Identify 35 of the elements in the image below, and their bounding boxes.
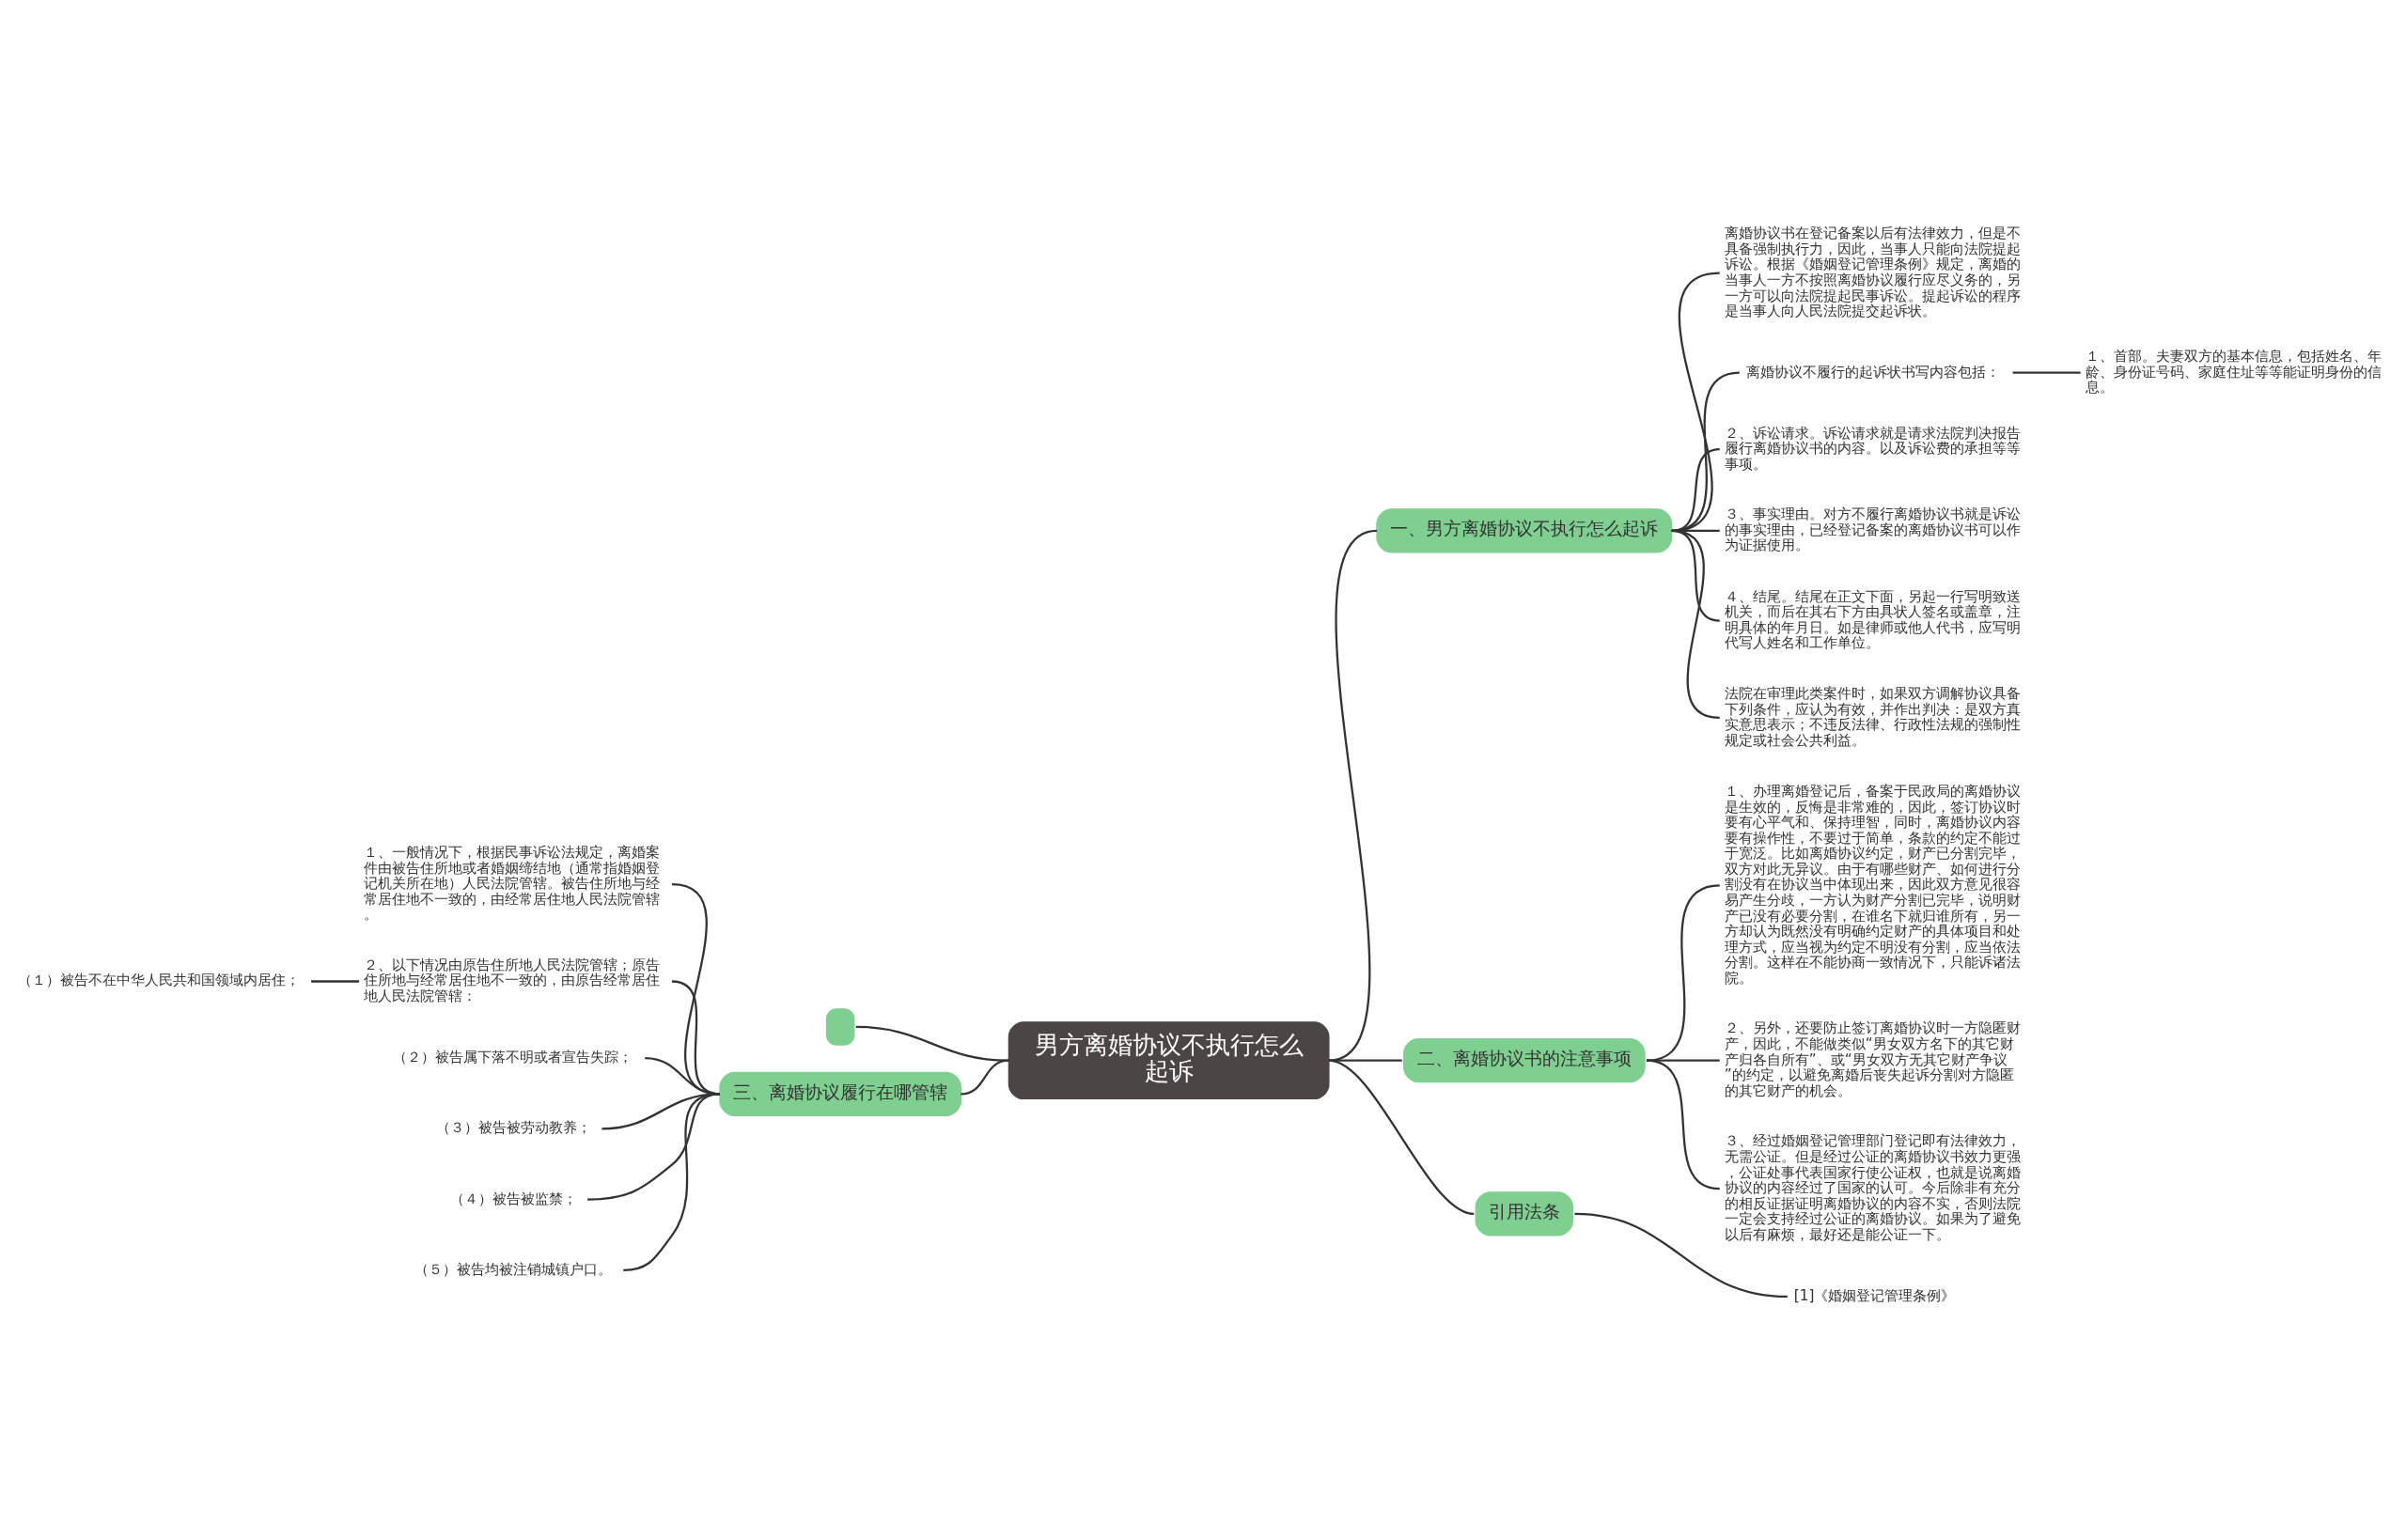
node-text: １、首部。夫妻双方的基本信息，包括姓名、年龄、身份证号码、家庭住址等等能证明身份的信息。 [2085,347,2382,396]
connector [311,979,360,983]
connector [1671,529,1720,719]
node-box: 男方离婚协议不执行怎么起诉 [1008,1020,1330,1099]
node-text: （５）被告均被注销城镇户口。 [414,1260,612,1278]
connector [1646,1059,1720,1190]
node-text: ４、结尾。结尾在正文下面，另起一行写明致送机关，而后在其右下方由具状人签名或盖章，注明具体的年月日。如是律师或他人代书，应写明代写人姓名和工作单位。 [1724,587,2021,651]
connector [1328,1059,1475,1215]
connector [2012,370,2081,374]
node-text: （２）被告属下落不明或者宣告失踪； [392,1048,633,1066]
connector [855,1025,1009,1062]
node-text: 法院在审理此类案件时，如果双方调解协议具备下列条件，应认为有效，并作出判决：是双方真实意思表示；不违反法律、行政性法规的强制性规定或社会公共利益。 [1724,684,2021,749]
node-text: １、一般情况下，根据民事诉讼法规定，离婚案件由被告住所地或者婚姻缔结地（通常指婚姻登记机关所在地）人民法院管辖。被告住所地与经常居住地不一致的，由经常居住地人民法院管辖。 [364,843,661,923]
node-text: （１）被告不在中华人民共和国领域内居住； [17,971,300,988]
node-box: 二、离婚协议书的注意事项 [1403,1037,1646,1082]
node-box: 引用法条 [1475,1190,1574,1237]
node-box: 三、离婚协议履行在哪管辖 [719,1071,961,1116]
connector [1646,883,1720,1062]
node-text: 离婚协议书在登记备案以后有法律效力，但是不具备强制执行力，因此，当事人只能向法院提起诉讼。根据《婚姻登记管理条例》规定，离婚的当事人一方不按照离婚协议履行应尽义务的，另一方可以向法院提起民事诉讼。提起诉讼的程序是当事人向人民法院提交起诉状。 [1724,224,2021,319]
node-text: １、办理离婚登记后，备案于民政局的离婚协议是生效的，反悔是非常难的，因此，签订协议时要有心平气和、保持理智，同时，离婚协议内容要有操作性，不要过于简单，条款的约定不能过于宽泛。比如离婚协议约定，财产已分割完毕，双方对此无异议。由于有哪些财产、如何进行分割没有在协议当中体现出来，因此双方意见很容易产生分歧，一方认为财产分割已完毕，说明财产已没有必要分割，在谁名下就归谁所有，另一方却认为既然没有明确约定财产的具体项目和处理方式，应当视为约定不明没有分割，应当依法分割。这样在不能协商一致情况下，只能诉诸法院。 [1724,782,2021,987]
connector [623,1092,721,1271]
node-text: ２、诉讼请求。诉讼请求就是请求法院判决报告履行离婚协议书的内容。以及诉讼费的承担等等事项。 [1724,424,2021,473]
node-text: （４）被告被监禁； [449,1190,577,1207]
node-text: ２、另外，还要防止签订离婚协议时一方隐匿财产，因此，不能做类似“男女双方名下的其它财产归各自所有”、或“男女双方无其它财产争议”的约定，以避免离婚后丧失起诉分割对方隐匿的其它财产的机会。 [1724,1019,2021,1099]
node-box [825,1007,855,1046]
node-text: [1]《婚姻登记管理条例》 [1793,1286,1956,1304]
node-text: ２、以下情况由原告住所地人民法院管辖；原告住所地与经常居住地不一致的，由原告经常居住地人民法院管辖： [364,956,661,1004]
node-text: ３、经过婚姻登记管理部门登记即有法律效力，无需公证。但是经过公证的离婚协议书效力更强，公证处事代表国家行使公证权，也就是说离婚协议的内容经过了国家的认可。今后除非有充分的相反证据证明离婚协议的内容不实，否则法院一定会支持经过公证的离婚协议。如果为了避免以后有麻烦，最好还是能公证一下。 [1724,1131,2021,1243]
connector [1328,529,1378,1062]
node-text: 离婚协议不履行的起诉状书写内容包括： [1745,362,2000,380]
connector [1574,1212,1788,1298]
node-text: ３、事实理由。对方不履行离婚协议书就是诉讼的事实理由，已经登记备案的离婚协议书可以作为证据使用。 [1724,505,2021,553]
node-text: （３）被告被劳动教养； [435,1118,591,1136]
connector [961,1059,1009,1096]
node-box: 一、男方离婚协议不执行怎么起诉 [1376,507,1673,552]
